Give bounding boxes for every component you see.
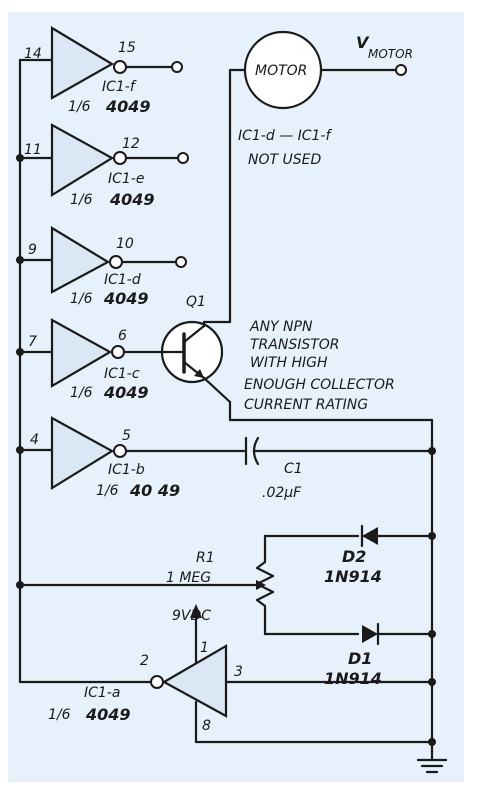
junction-dot bbox=[16, 446, 24, 454]
diode-d1 bbox=[362, 622, 380, 646]
diode-d2 bbox=[360, 524, 378, 548]
part-fraction: 1/6 bbox=[68, 99, 91, 115]
motor-supply-label: V bbox=[356, 33, 370, 52]
note-line: CURRENT RATING bbox=[244, 397, 368, 413]
pin-label: 7 bbox=[28, 334, 37, 350]
wire bbox=[202, 376, 232, 404]
inverter-gate-d bbox=[50, 226, 111, 294]
unused-note: IC1-d — IC1-f bbox=[238, 128, 333, 144]
open-terminal-icon bbox=[175, 256, 187, 268]
diode-part: 1N914 bbox=[324, 669, 382, 688]
pin-label: 11 bbox=[24, 142, 42, 158]
open-terminal-icon bbox=[395, 64, 407, 76]
part-fraction: 1/6 bbox=[70, 291, 93, 307]
motor-supply-subscript: MOTOR bbox=[368, 47, 413, 61]
inverter-bubble bbox=[150, 675, 164, 689]
schematic-background bbox=[8, 12, 464, 782]
pin-label: 1 bbox=[200, 640, 209, 656]
note-line: TRANSISTOR bbox=[250, 337, 340, 353]
gate-label: IC1-d bbox=[104, 272, 141, 288]
pin-label: 10 bbox=[116, 236, 134, 252]
resistor-r1 bbox=[255, 534, 275, 636]
junction-dot bbox=[428, 447, 436, 455]
note-line: ANY NPN bbox=[249, 319, 313, 335]
capacitor-label: C1 bbox=[284, 461, 303, 477]
pin-label: 2 bbox=[140, 653, 149, 669]
unused-note: NOT USED bbox=[248, 152, 321, 168]
inverter-gate-e bbox=[50, 123, 115, 197]
diode-part: 1N914 bbox=[324, 567, 382, 586]
part-number: 4049 bbox=[103, 383, 149, 402]
pin-label: 9 bbox=[28, 242, 37, 258]
gate-label: IC1-a bbox=[84, 685, 120, 701]
junction-dot bbox=[16, 581, 24, 589]
part-number: 4049 bbox=[103, 289, 149, 308]
part-number: 4049 bbox=[109, 190, 155, 209]
note-line: ENOUGH COLLECTOR bbox=[244, 377, 395, 393]
part-number: 4049 bbox=[105, 97, 151, 116]
open-terminal-icon bbox=[177, 152, 189, 164]
inverter-bubble bbox=[111, 345, 125, 359]
inverter-bubble bbox=[109, 255, 123, 269]
junction-dot bbox=[16, 154, 24, 162]
resistor-label: R1 bbox=[196, 550, 215, 566]
transistor-q1 bbox=[160, 320, 224, 384]
junction-dot bbox=[16, 348, 24, 356]
gate-label: IC1-f bbox=[102, 79, 137, 95]
resistor-value: 1 MEG bbox=[166, 570, 211, 586]
inverter-gate-b bbox=[50, 416, 115, 490]
junction-dot bbox=[16, 256, 24, 264]
part-number: 40 49 bbox=[129, 481, 180, 500]
gate-label: IC1-b bbox=[108, 462, 145, 478]
pin-label: 14 bbox=[24, 46, 42, 62]
inverter-gate-f bbox=[50, 26, 115, 100]
inverter-bubble bbox=[113, 444, 127, 458]
supply-label: 9VDC bbox=[172, 608, 211, 624]
transistor-label: Q1 bbox=[186, 294, 206, 310]
part-fraction: 1/6 bbox=[96, 483, 119, 499]
capacitor-c1 bbox=[244, 436, 434, 466]
gate-label: IC1-e bbox=[108, 171, 144, 187]
ground-symbol-icon bbox=[416, 746, 448, 774]
note-line: WITH HIGH bbox=[250, 355, 328, 371]
motor-label: MOTOR bbox=[255, 63, 307, 79]
pin-label: 15 bbox=[118, 40, 136, 56]
pin-label: 6 bbox=[118, 328, 127, 344]
inverter-bubble bbox=[113, 151, 127, 165]
inverter-gate-c bbox=[50, 318, 113, 388]
diode-label: D1 bbox=[348, 649, 372, 668]
open-terminal-icon bbox=[171, 61, 183, 73]
pin-label: 3 bbox=[234, 664, 243, 680]
pin-label: 4 bbox=[30, 432, 39, 448]
pin-label: 12 bbox=[122, 136, 140, 152]
diode-label: D2 bbox=[342, 547, 366, 566]
inverter-bubble bbox=[113, 60, 127, 74]
capacitor-value: .02µF bbox=[262, 485, 302, 501]
gate-label: IC1-c bbox=[104, 366, 140, 382]
pin-label: 5 bbox=[122, 428, 131, 444]
part-fraction: 1/6 bbox=[48, 707, 71, 723]
part-fraction: 1/6 bbox=[70, 385, 93, 401]
supply-arrow-icon bbox=[190, 604, 202, 618]
pin-label: 8 bbox=[202, 718, 211, 734]
part-fraction: 1/6 bbox=[70, 192, 93, 208]
transistor-note: ANY NPN TRANSISTOR WITH HIGH ENOUGH COLL… bbox=[244, 319, 395, 413]
part-number: 4049 bbox=[85, 705, 131, 724]
